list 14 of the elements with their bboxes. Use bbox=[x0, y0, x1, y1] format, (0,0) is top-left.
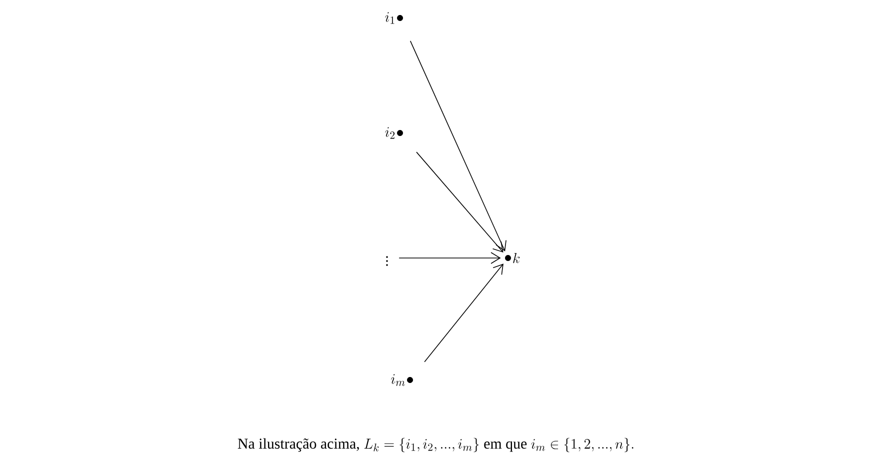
node-label: $i_m$ bbox=[391, 374, 405, 386]
node-label: $i_2$ bbox=[385, 127, 395, 139]
arrow bbox=[416, 152, 504, 253]
node-label: $i_1$ bbox=[385, 12, 394, 24]
arrow bbox=[410, 40, 506, 252]
ellipsis-label: $\vdots$ bbox=[386, 256, 388, 266]
arrow bbox=[398, 252, 501, 264]
labeled-point: $k$ bbox=[505, 253, 520, 264]
labeled-point: $i_m$ bbox=[391, 374, 413, 386]
labeled-point: $i_2$ bbox=[385, 127, 403, 139]
arrow bbox=[424, 264, 504, 362]
node-label: $k$ bbox=[513, 253, 520, 264]
labeled-point: $i_1$ bbox=[385, 12, 403, 24]
caption: $\text{Na ilustração acima, } L_k = \{i_1, i_2, ..., i_m\} \text{ em que } i_m \in \{1, 2, ..., n\}.$ bbox=[238, 438, 634, 452]
